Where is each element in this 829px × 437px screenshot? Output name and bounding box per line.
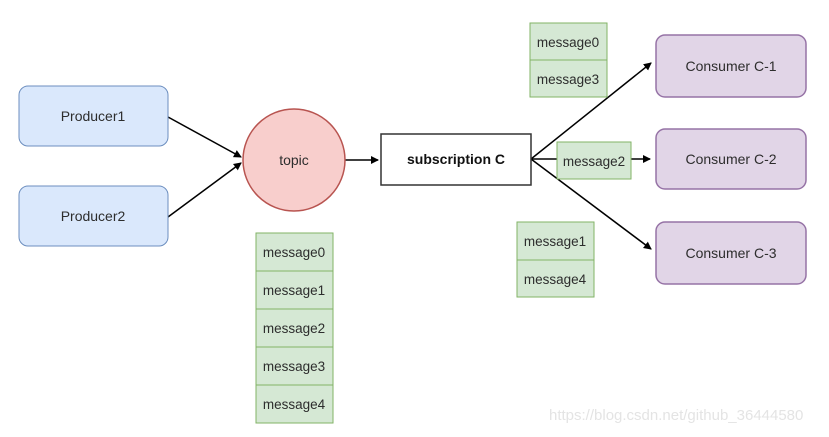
consumer3-node: Consumer C-3 [655,221,807,285]
consumer3-box [655,221,807,285]
consumer2-label: Consumer C-2 [685,151,776,167]
watermark-text: https://blog.csdn.net/github_36444580 [549,407,803,424]
subscription-node: subscription C [380,133,532,186]
queue-cell [255,232,334,272]
consumer1-label: Consumer C-1 [685,58,776,74]
producer2-box [18,185,169,247]
queue-cell [255,270,334,310]
subscription-box [380,133,532,186]
arrow-producer2-to-topic [167,162,242,218]
arrow-subscription-to-consumer-1 [530,62,652,160]
message-cell [516,221,595,261]
topic-circle [242,108,346,212]
consumer2-node: Consumer C-2 [655,128,807,190]
queue-message-label: message1 [263,283,325,298]
queue-cell [255,308,334,348]
message-label: message4 [524,272,587,287]
topic-queue-stack: message0 message1 message2 message3 mess… [255,232,334,424]
consumer3-messages-stack: message1 message4 [516,221,595,298]
consumer3-label: Consumer C-3 [685,245,776,261]
message-label: message1 [524,234,586,249]
message-cell [529,59,608,98]
producer2-node: Producer2 [18,185,169,247]
consumer1-node: Consumer C-1 [655,34,807,98]
queue-message-label: message3 [263,359,325,374]
queue-cell [255,384,334,424]
queue-message-label: message4 [263,397,326,412]
topic-label: topic [279,152,309,168]
queue-message-label: message2 [263,321,325,336]
producer2-label: Producer2 [61,208,126,224]
message-cell [516,259,595,298]
consumer2-box [655,128,807,190]
subscription-label: subscription C [407,151,505,167]
consumer2-message: message2 [556,141,632,180]
arrow-producer1-to-topic [167,116,242,158]
producer1-label: Producer1 [61,108,126,124]
message-label: message2 [563,154,625,169]
message-cell [556,141,632,180]
consumer1-messages-stack: message0 message3 [529,22,608,98]
producer1-box [18,85,169,147]
message-label: message0 [537,35,599,50]
arrow-subscription-to-consumer-3 [530,158,652,250]
producer1-node: Producer1 [18,85,169,147]
queue-message-label: message0 [263,245,325,260]
consumer1-box [655,34,807,98]
message-label: message3 [537,72,599,87]
topic-node: topic [242,108,346,212]
